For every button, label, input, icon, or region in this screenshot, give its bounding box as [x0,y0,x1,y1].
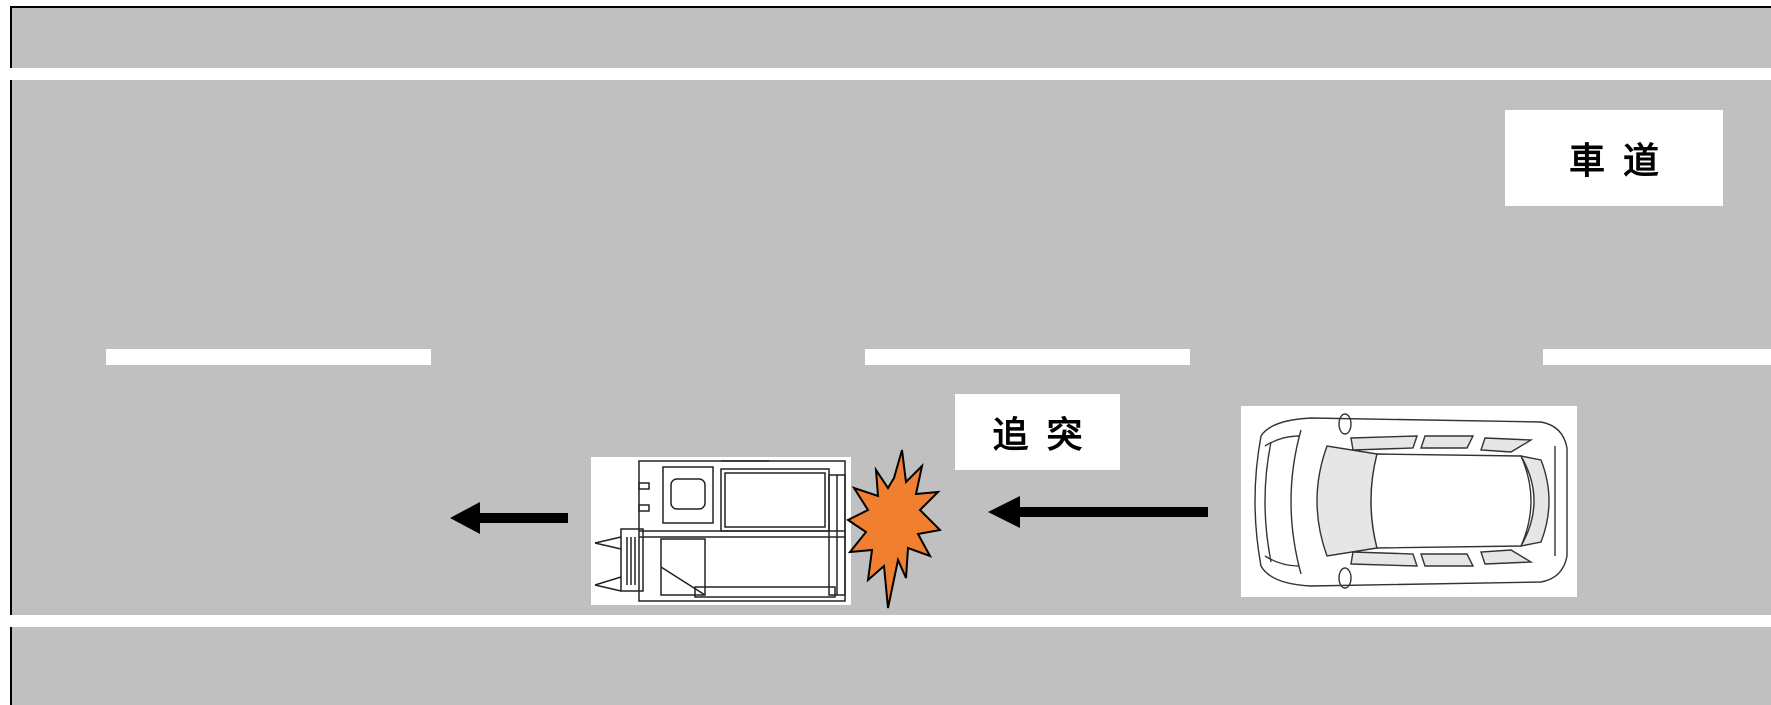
road-label-text: 車道 [1568,141,1677,182]
truck-icon [594,460,846,602]
road-label: 車道 [1505,110,1723,206]
front-vehicle-truck [591,457,851,605]
lane-dash [865,349,1190,365]
collision-label-text: 追突 [992,415,1101,456]
direction-arrow-front [450,502,568,534]
lane-dash [1543,349,1771,365]
road-edge-line-top [10,68,1771,80]
impact-burst-icon [846,449,942,609]
lane-dash [106,349,431,365]
collision-label: 追突 [955,394,1120,470]
road-edge-line-bottom [10,615,1771,627]
direction-arrow-rear [988,496,1208,528]
rear-vehicle-car [1241,406,1577,597]
car-icon [1254,413,1568,589]
